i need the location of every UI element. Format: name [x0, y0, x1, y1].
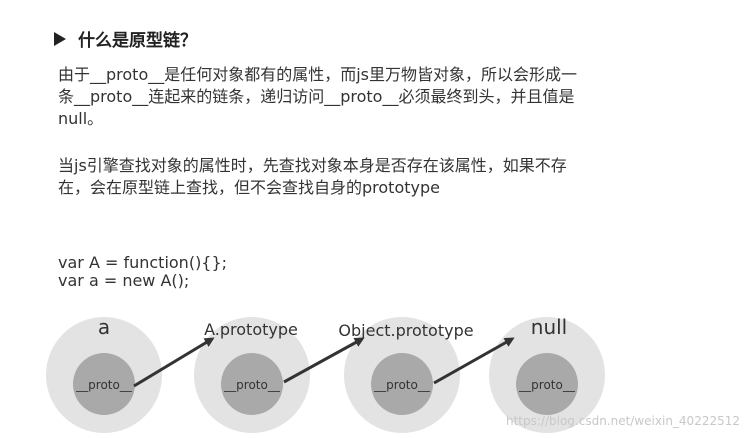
- chain-node-null: null __proto__: [489, 315, 605, 433]
- inner-circle: [516, 353, 578, 415]
- inner-circle: [221, 353, 283, 415]
- code-line: var a = new A();: [58, 271, 190, 290]
- inner-circle: [73, 353, 135, 415]
- section-heading: 什么是原型链？: [54, 26, 197, 51]
- chain-node-object-prototype: Object.prototype __proto__: [338, 317, 474, 433]
- proto-label: __proto__: [223, 378, 281, 392]
- chain-node-a-prototype: A.prototype __proto__: [194, 317, 310, 433]
- watermark: https://blog.csdn.net/weixin_40222512: [505, 414, 740, 428]
- arrow-object-prototype-to-null: [433, 337, 515, 385]
- proto-label: __proto__: [373, 378, 431, 392]
- triangle-bullet-icon: [54, 31, 66, 46]
- node-label: a: [98, 315, 110, 339]
- arrow-a-prototype-to-object-prototype: [283, 337, 365, 384]
- chain-node-a: a __proto__: [46, 315, 162, 433]
- node-label: null: [531, 315, 567, 339]
- node-label: Object.prototype: [338, 321, 473, 340]
- code-line: var A = function(){};: [58, 253, 228, 272]
- arrow-a-to-a-prototype: [133, 337, 215, 388]
- paragraph-proto-chain: 由于__proto__是任何对象都有的属性，而js里万物皆对象，所以会形成一条_…: [58, 65, 578, 128]
- node-label: A.prototype: [204, 320, 298, 339]
- inner-circle: [371, 353, 433, 415]
- heading-text: 什么是原型链？: [78, 31, 197, 51]
- proto-label: __proto__: [75, 378, 133, 392]
- paragraph-lookup: 当js引擎查找对象的属性时，先查找对象本身是否存在该属性，如果不存在，会在原型链…: [58, 156, 567, 197]
- code-snippet: var A = function(){}; var a = new A();: [58, 254, 227, 290]
- proto-label: __proto__: [518, 378, 576, 392]
